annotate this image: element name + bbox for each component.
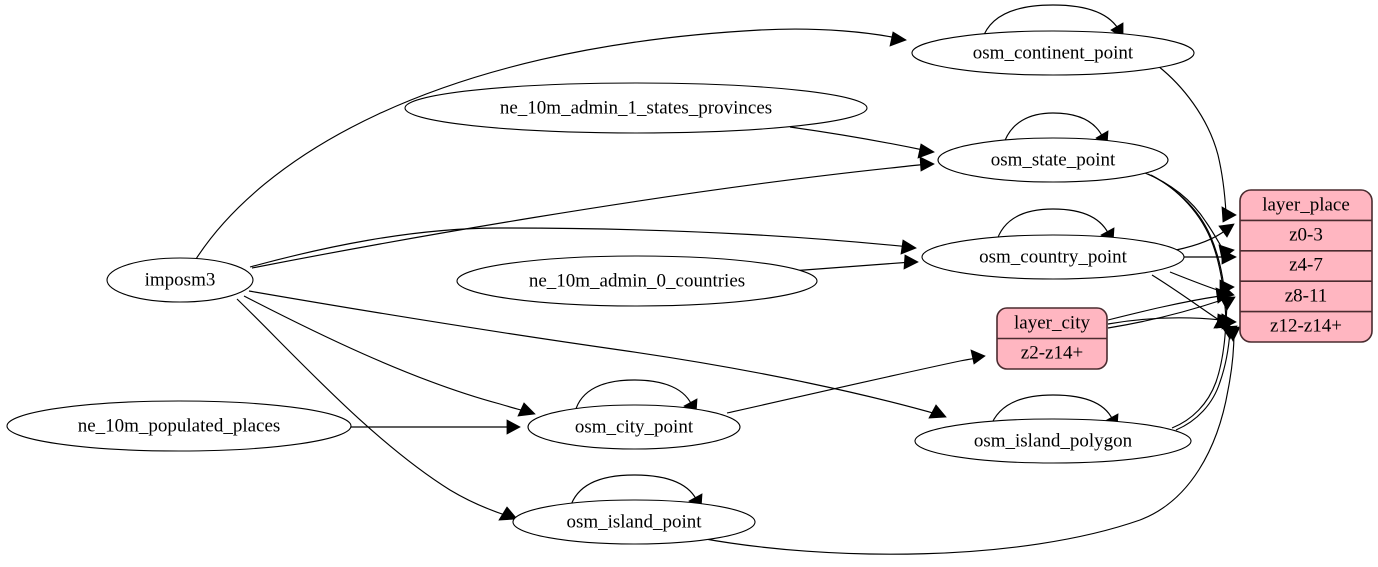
node-label-osm-island-polygon: osm_island_polygon — [974, 430, 1133, 451]
record-node-layer-city[interactable]: layer_city z2-z14+ — [996, 307, 1108, 370]
node-label-ne-states: ne_10m_admin_1_states_provinces — [500, 97, 772, 118]
edge-imposm3-to-osm-country-point — [249, 227, 917, 268]
record-row-layer-place-z12-z14[interactable]: z12-z14+ — [1270, 315, 1342, 336]
node-osm-state-point[interactable]: osm_state_point — [937, 137, 1169, 183]
record-layer: layer_city z2-z14+ layer_place z0-3 z4-7… — [996, 189, 1373, 370]
edge-osm-island-polygon-to-layer-place-z8-11 — [1171, 296, 1236, 429]
record-row-layer-city-z2-z14[interactable]: z2-z14+ — [1021, 342, 1083, 363]
node-ne-10m-admin-1-states-provinces[interactable]: ne_10m_admin_1_states_provinces — [404, 82, 868, 134]
edge-osm-city-point-to-layer-city — [726, 349, 986, 414]
node-label-imposm3: imposm3 — [145, 269, 216, 290]
node-osm-island-point[interactable]: osm_island_point — [512, 499, 756, 545]
node-osm-continent-point[interactable]: osm_continent_point — [911, 30, 1195, 76]
edge-imposm3-to-osm-island-point — [236, 298, 518, 521]
node-imposm3[interactable]: imposm3 — [106, 257, 254, 303]
record-row-layer-place-z4-7[interactable]: z4-7 — [1289, 254, 1323, 275]
node-label-osm-city-point: osm_city_point — [575, 416, 694, 437]
node-label-osm-country-point: osm_country_point — [979, 246, 1127, 267]
edge-ne-countries-to-osm-country-point — [790, 254, 919, 272]
node-osm-island-polygon[interactable]: osm_island_polygon — [914, 418, 1192, 464]
record-node-layer-place[interactable]: layer_place z0-3 z4-7 z8-11 z12-z14+ — [1239, 189, 1373, 343]
edge-osm-country-point-to-layer-place-z0-3 — [1175, 223, 1235, 251]
record-row-layer-place-z8-11[interactable]: z8-11 — [1285, 285, 1328, 306]
edge-imposm3-to-osm-continent-point — [195, 28, 907, 260]
edge-osm-continent-point-to-layer-place-z0-3 — [1157, 65, 1237, 223]
node-osm-country-point[interactable]: osm_country_point — [921, 234, 1185, 280]
edge-imposm3-to-osm-state-point — [251, 156, 935, 269]
node-osm-city-point[interactable]: osm_city_point — [527, 404, 741, 450]
record-row-layer-place-z0-3[interactable]: z0-3 — [1289, 224, 1323, 245]
node-label-ne-populated: ne_10m_populated_places — [78, 415, 281, 436]
edge-layer-city-to-layer-place-z12-z14 — [1107, 313, 1233, 329]
edge-layer-city-to-layer-place-extra — [1107, 299, 1223, 329]
edge-ne-populated-to-osm-city-point — [351, 419, 521, 435]
record-row-layer-place-title: layer_place — [1262, 194, 1350, 215]
record-row-layer-city-title: layer_city — [1014, 312, 1090, 333]
edge-osm-island-polygon-to-layer-place-z12-z14 — [1175, 325, 1238, 431]
edge-imposm3-to-osm-island-polygon — [248, 290, 947, 419]
edge-osm-country-point-to-layer-place-z4-7 — [1184, 249, 1237, 265]
edge-ne-states-to-osm-state-point — [789, 126, 935, 159]
node-label-osm-state-point: osm_state_point — [991, 149, 1116, 170]
edge-osm-island-point-to-layer-place-z12-z14 — [699, 326, 1241, 555]
edge-imposm3-to-osm-city-point — [243, 295, 536, 417]
node-ne-10m-populated-places[interactable]: ne_10m_populated_places — [6, 400, 352, 452]
node-label-ne-countries: ne_10m_admin_0_countries — [529, 270, 745, 291]
node-label-osm-island-point: osm_island_point — [566, 511, 702, 532]
node-layer: imposm3 ne_10m_admin_1_states_provinces … — [6, 30, 1195, 545]
node-ne-10m-admin-0-countries[interactable]: ne_10m_admin_0_countries — [456, 255, 818, 307]
node-label-osm-continent-point: osm_continent_point — [973, 42, 1134, 63]
